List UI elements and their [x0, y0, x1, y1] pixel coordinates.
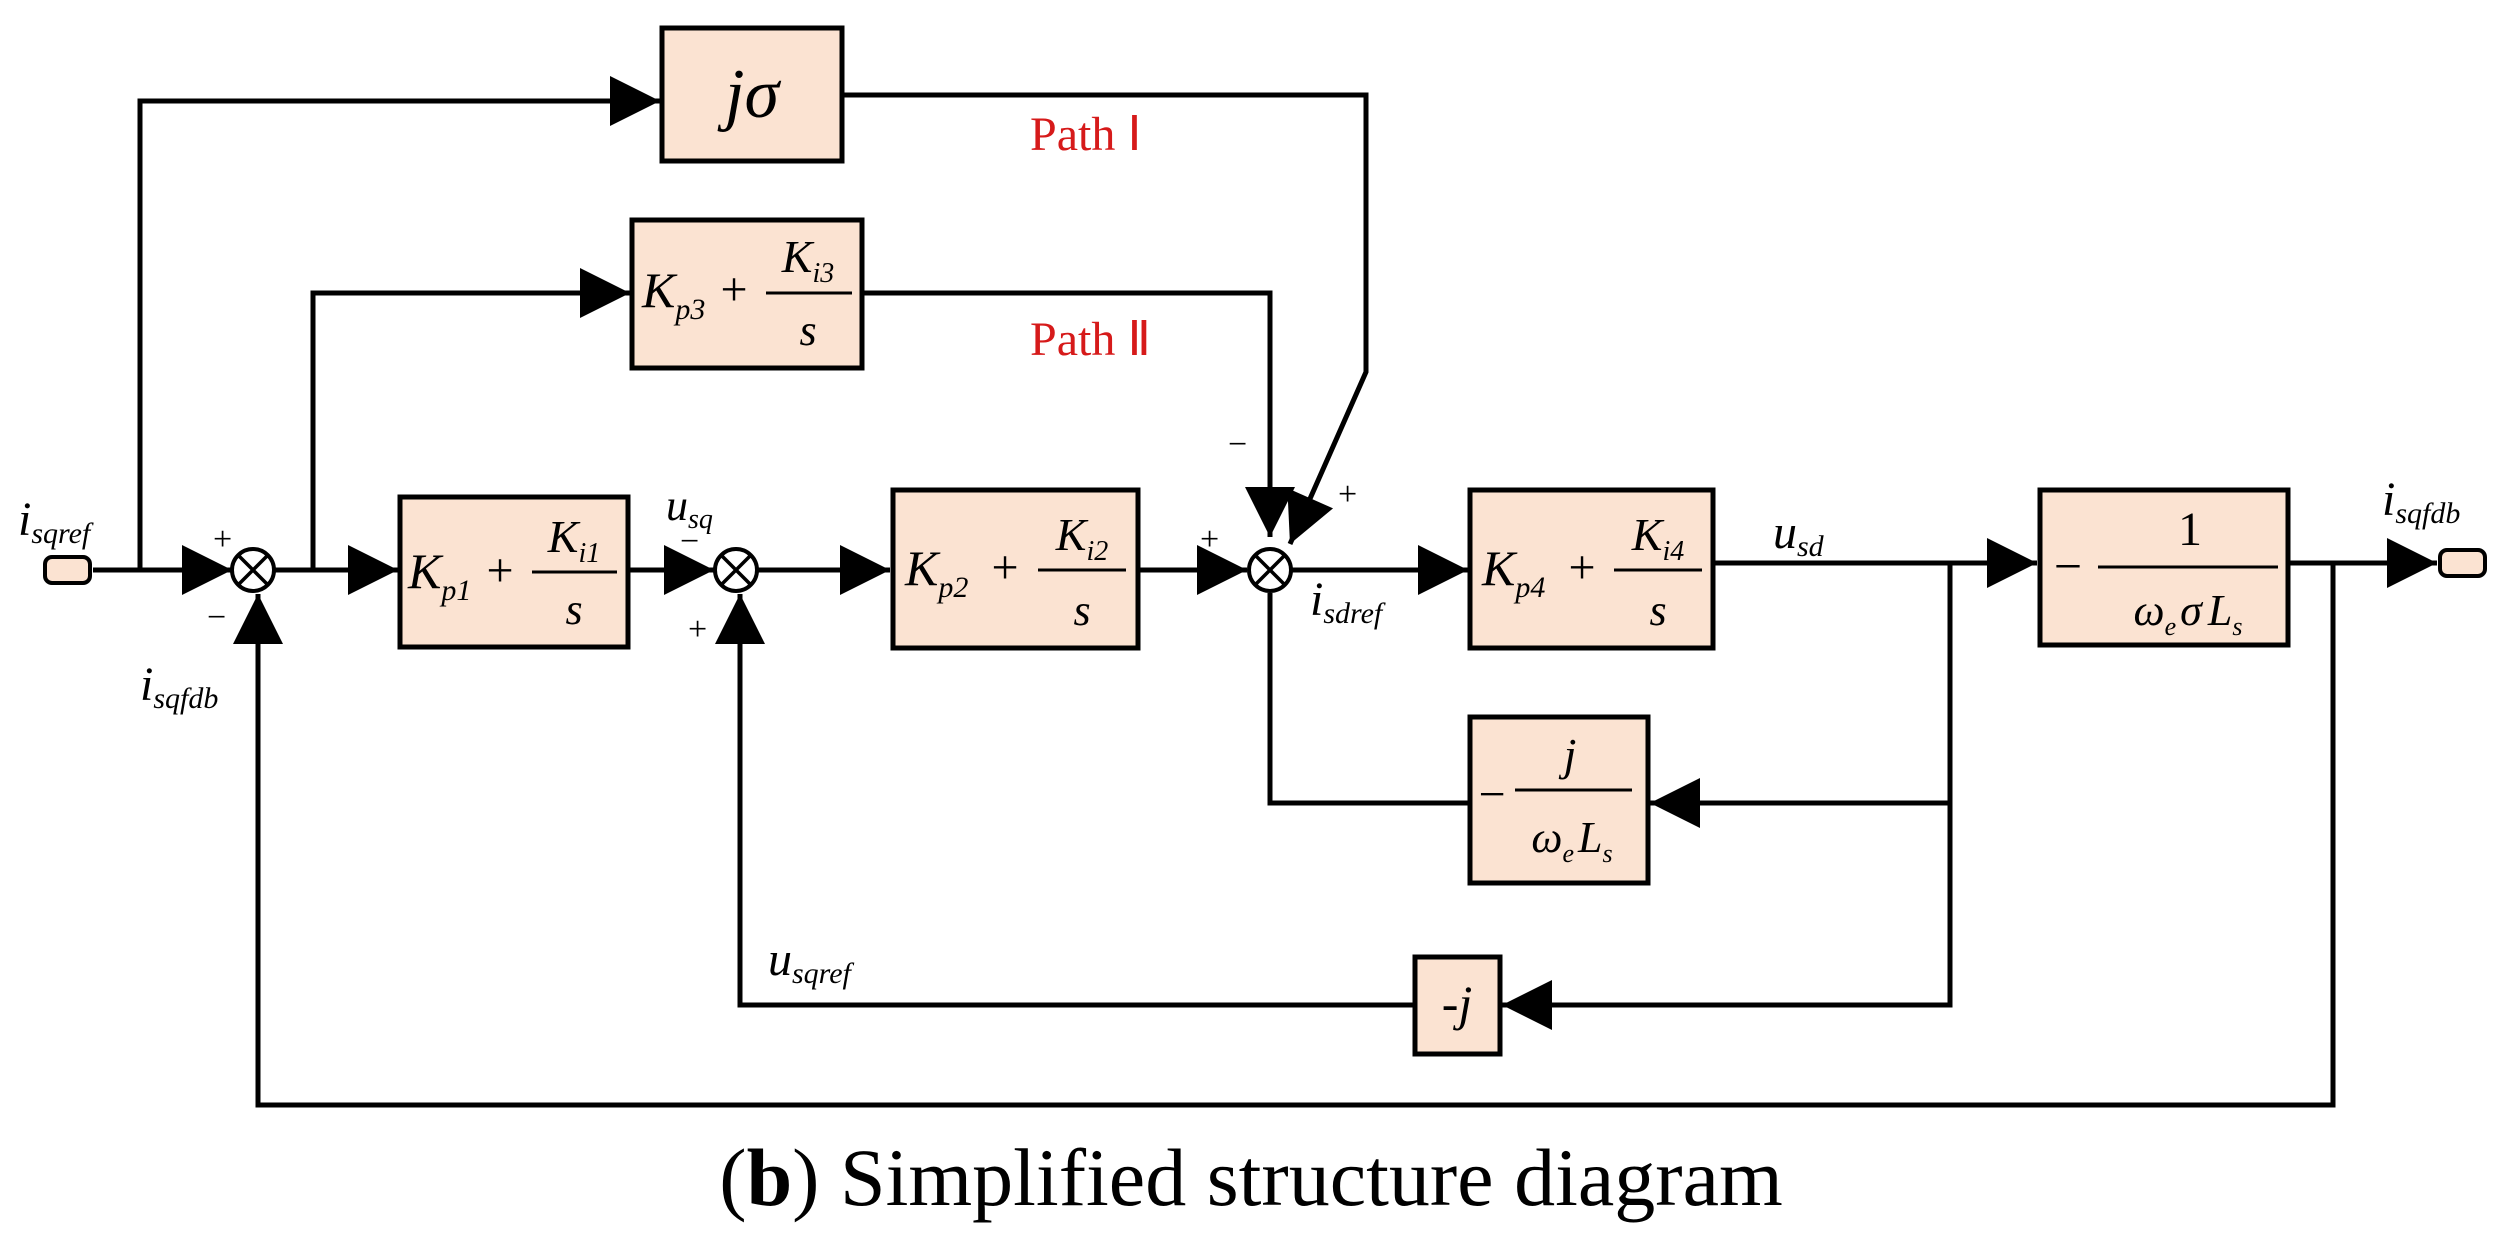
- svg-text:Ki3: Ki3: [781, 231, 834, 289]
- block-pi2: Kp2 + Ki2 s: [890, 487, 1141, 651]
- sum1-minus-sign: −: [207, 599, 226, 636]
- svg-text:+: +: [486, 544, 513, 597]
- block-pi1: Kp1 + Ki1 s: [397, 494, 631, 650]
- sum-junction-2: [713, 547, 759, 593]
- svg-text:Kp4: Kp4: [1481, 540, 1545, 604]
- svg-text:jσ: jσ: [717, 56, 781, 133]
- sum-junction-1: [230, 547, 276, 593]
- signal-i-sqfdb-left: isqfdb: [140, 658, 218, 715]
- block-pi4: Kp4 + Ki4 s: [1467, 487, 1716, 651]
- wire-path1: [843, 92, 1369, 546]
- sum2-minus-sign: −: [680, 523, 699, 560]
- svg-text:−: −: [1478, 768, 1505, 821]
- svg-text:Ki1: Ki1: [547, 511, 600, 569]
- wires: [93, 76, 2437, 1108]
- wire-feedback: [233, 563, 2336, 1108]
- signal-i-sqfdb-right: isqfdb: [2382, 473, 2460, 530]
- svg-text:-j: -j: [1442, 975, 1473, 1031]
- signal-i-sqref: isqref: [18, 493, 94, 550]
- svg-text:+: +: [720, 263, 747, 316]
- sum3-minus-sign: −: [1228, 426, 1247, 463]
- svg-text:Kp2: Kp2: [904, 540, 968, 604]
- wire-path2: [863, 290, 1295, 537]
- signal-u-sq: usq: [666, 481, 713, 535]
- figure-caption: (b) Simplified structure diagram: [719, 1132, 1783, 1223]
- svg-text:+: +: [1568, 541, 1595, 594]
- block-pi3: Kp3 + Ki3 s: [629, 217, 865, 371]
- sum3-plus-right-sign: +: [1338, 476, 1357, 513]
- block-minus-j: -j: [1412, 954, 1503, 1057]
- block-decouple: − j ωeLs: [1467, 714, 1651, 886]
- input-port: [43, 555, 92, 585]
- svg-text:s: s: [1649, 586, 1666, 635]
- svg-text:1: 1: [2178, 503, 2202, 556]
- svg-text:s: s: [1073, 586, 1090, 635]
- output-port: [2438, 548, 2487, 578]
- svg-text:−: −: [2054, 538, 2082, 594]
- wire-decouple-to-sum3: [1267, 593, 1468, 806]
- sum-junction-3: [1247, 547, 1293, 593]
- sigma-symbol: σ: [744, 56, 781, 133]
- sum1-plus-sign: +: [213, 521, 232, 558]
- path-2-label: Path Ⅱ: [1030, 313, 1151, 366]
- wire-usd-to-minusj: [1502, 803, 1953, 1030]
- svg-text:Ki4: Ki4: [1631, 509, 1684, 567]
- svg-text:ωeLs: ωeLs: [1531, 813, 1612, 868]
- svg-text:Ki2: Ki2: [1055, 509, 1108, 567]
- path-1-label: Path Ⅰ: [1030, 108, 1142, 161]
- signal-u-sqref: usqref: [768, 933, 855, 990]
- svg-text:Kp3: Kp3: [641, 262, 705, 326]
- svg-text:+: +: [991, 541, 1018, 594]
- signal-u-sd: usd: [1773, 506, 1825, 563]
- wire-minusj-to-sum2: [715, 594, 1413, 1008]
- signal-i-sdref: isdref: [1310, 573, 1386, 630]
- wire-input-to-jsigma: [137, 76, 660, 570]
- sum2-plus-sign: +: [688, 611, 707, 648]
- wire-sum1-to-pi3: [310, 268, 630, 570]
- svg-text:j: j: [1559, 729, 1577, 780]
- block-j-sigma: jσ: [659, 25, 845, 164]
- svg-text:Kp1: Kp1: [407, 543, 471, 607]
- svg-text:s: s: [799, 306, 816, 355]
- sum3-plus-sign: +: [1200, 521, 1219, 558]
- svg-text:s: s: [565, 585, 582, 634]
